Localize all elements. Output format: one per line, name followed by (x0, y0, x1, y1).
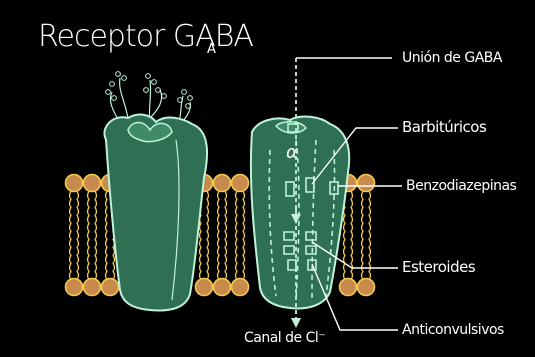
lipid-tail (207, 192, 209, 280)
lipid-head (340, 279, 357, 296)
glycan-bead (186, 104, 191, 109)
lipid-head (84, 279, 101, 296)
lipid-tail (95, 192, 97, 280)
glycan-bead (156, 88, 161, 93)
lipid-head (358, 279, 375, 296)
glycan-bead (110, 82, 115, 87)
lipid-tail (70, 192, 72, 280)
glycosylation-beads (106, 72, 193, 109)
receptor-cross-section: α (251, 58, 349, 328)
glycan-bead (152, 80, 157, 85)
glycan-bead (162, 94, 167, 99)
lipid-tail (77, 192, 79, 280)
lipid-tail (369, 192, 371, 280)
lipid-tail (218, 192, 220, 280)
lipid-tail (243, 192, 245, 280)
label-steroids: Esteroides (402, 258, 476, 276)
lipid-head (232, 175, 249, 192)
receptor-outer-view (104, 72, 207, 311)
label-barbiturates: Barbitúricos (402, 118, 487, 136)
label-anticonvulsants: Anticonvulsivos (402, 322, 504, 338)
diagram-title-subscript: A (207, 42, 216, 57)
label-chloride-channel: Canal de Cl⁻ (244, 330, 325, 346)
label-gaba-binding: Unión de GABA (402, 50, 503, 66)
lipid-head (214, 279, 231, 296)
lipid-tail (88, 192, 90, 280)
lipid-head (196, 279, 213, 296)
lipid-tail (225, 192, 227, 280)
lipid-head (232, 279, 249, 296)
lipid-head (358, 175, 375, 192)
lipid-head (66, 175, 83, 192)
lipid-head (214, 175, 231, 192)
label-benzodiazepines: Benzodiazepinas (406, 178, 517, 194)
glycan-bead (188, 96, 193, 101)
lipid-tail (362, 192, 364, 280)
diagram-title: Receptor GABA (38, 19, 253, 54)
arrowhead-icon (291, 318, 301, 328)
lipid-tail (236, 192, 238, 280)
glycan-bead (146, 74, 151, 79)
glycan-bead (182, 90, 187, 95)
glycan-bead (144, 88, 149, 93)
lipid-tail (351, 192, 353, 280)
receptor-body-section (251, 117, 349, 309)
lipid-head (102, 279, 119, 296)
lipid-tail (106, 192, 108, 280)
receptor-body-outer (104, 115, 207, 311)
glycan-bead (112, 96, 117, 101)
glycan-bead (116, 72, 121, 77)
lipid-head (84, 175, 101, 192)
glycan-bead (106, 90, 111, 95)
lipid-head (66, 279, 83, 296)
glycan-bead (122, 76, 127, 81)
